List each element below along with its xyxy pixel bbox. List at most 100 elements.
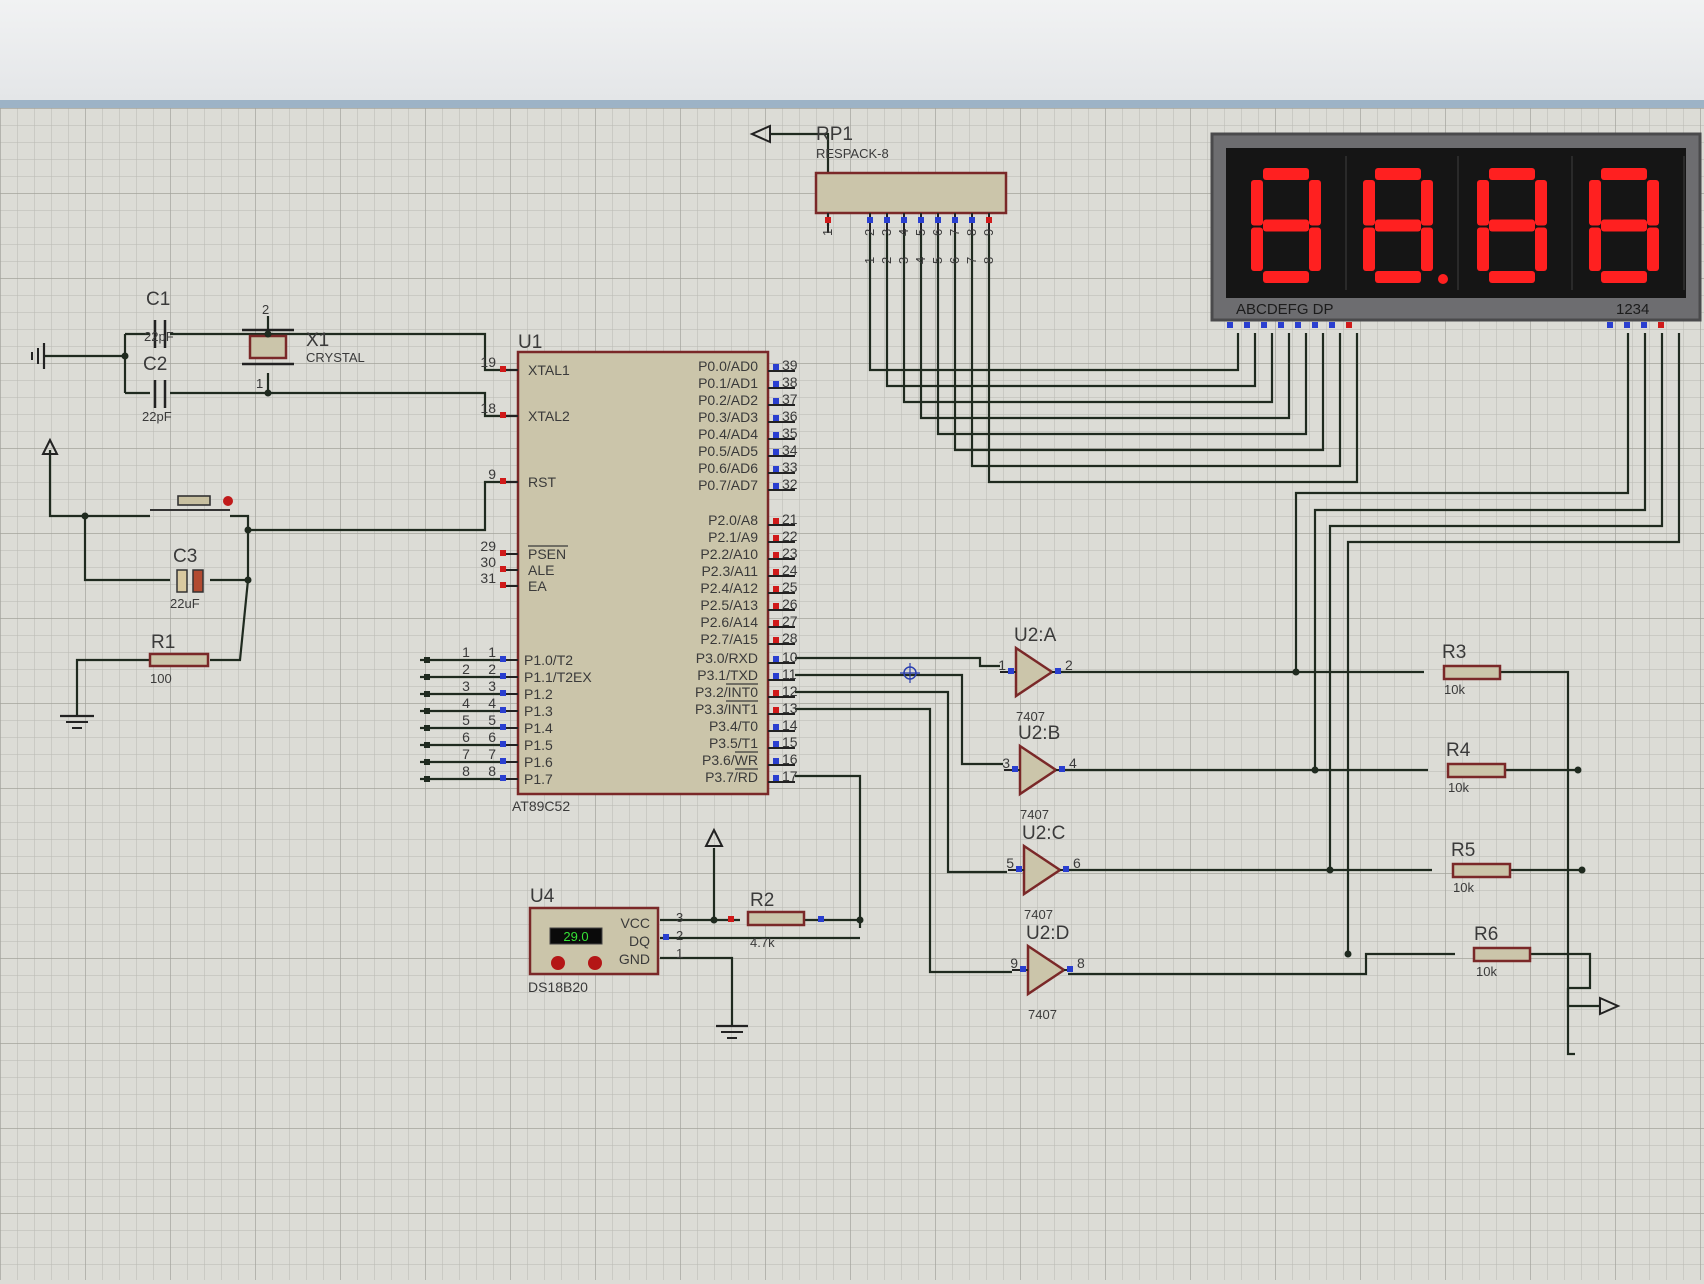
u1-left-pin-num: 18 bbox=[480, 400, 496, 416]
r1-value: 100 bbox=[150, 671, 172, 686]
p1-wire-number: 7 bbox=[462, 746, 470, 762]
u1-pin-marker bbox=[773, 775, 779, 781]
rp1-body bbox=[814, 171, 1008, 215]
u1-left-pin-name: P1.0/T2 bbox=[524, 652, 573, 668]
u1-right-pin-num: 15 bbox=[782, 734, 798, 750]
u1-right-pin-num: 32 bbox=[782, 476, 798, 492]
p1-wire-number: 4 bbox=[462, 695, 470, 711]
seven-segment-display[interactable]: ABCDEFG DP 1234 bbox=[1210, 132, 1702, 328]
rp1-lower-num: 6 bbox=[947, 257, 962, 264]
rp1-pin-num: 9 bbox=[981, 229, 996, 236]
u4-pin-name: VCC bbox=[620, 915, 650, 931]
gate-in-pin: 3 bbox=[1002, 755, 1010, 771]
display-digit-label: 1234 bbox=[1616, 301, 1649, 318]
u1-left-pin-num: 29 bbox=[480, 538, 496, 554]
rp1-pin-num: 5 bbox=[913, 229, 928, 236]
u1-left-pin-name: XTAL2 bbox=[528, 408, 570, 424]
segment bbox=[1489, 168, 1535, 180]
rp1-pin-num: 1 bbox=[820, 229, 835, 236]
u1-pin-marker bbox=[500, 656, 506, 662]
u4-reading: 29.0 bbox=[563, 929, 588, 944]
u1-left-pin-name: ALE bbox=[528, 562, 554, 578]
u1-right-pin-num: 33 bbox=[782, 459, 798, 475]
u1-body bbox=[516, 350, 770, 796]
display-pin-marker bbox=[1346, 322, 1352, 328]
junction-dots bbox=[81, 330, 1586, 958]
u1-right-pin-num: 12 bbox=[782, 683, 798, 699]
resistor-r3 bbox=[1442, 664, 1502, 681]
u1-left-pin-name: EA bbox=[528, 578, 547, 594]
gate-out-marker bbox=[1067, 966, 1073, 972]
gate-ref: U2:A bbox=[1014, 625, 1057, 646]
p1-wire-end bbox=[424, 776, 430, 782]
rp1-pin-marker bbox=[901, 217, 907, 223]
ground-symbol-u4 bbox=[716, 1024, 748, 1039]
u4-increment-button[interactable] bbox=[588, 956, 602, 970]
p1-wire-end bbox=[424, 759, 430, 765]
schematic-svg[interactable]: C1 22pF C2 22pF X1 CRYSTAL 2 1 C3 22uF R… bbox=[0, 108, 1704, 1280]
u1-right-pin-num: 14 bbox=[782, 717, 798, 733]
capacitor-c1 bbox=[153, 320, 167, 348]
display-pin-marker bbox=[1329, 322, 1335, 328]
segment bbox=[1309, 180, 1321, 226]
p1-wire-number: 1 bbox=[462, 644, 470, 660]
rp1-pin-marker bbox=[825, 217, 831, 223]
p1-wire-end bbox=[424, 657, 430, 663]
u1-ref: U1 bbox=[518, 332, 542, 353]
u1-pin-marker bbox=[773, 707, 779, 713]
u1-right-pin-name: P3.0/RXD bbox=[696, 650, 758, 666]
u1-right-pin-name: P3.4/T0 bbox=[709, 718, 758, 734]
gate-in-marker bbox=[1016, 866, 1022, 872]
rp1-lower-num: 1 bbox=[862, 257, 877, 264]
display-pins bbox=[1227, 322, 1664, 328]
u1-right-pin-num: 13 bbox=[782, 700, 798, 716]
resistor-r1 bbox=[148, 652, 210, 668]
p1-wire-end bbox=[424, 708, 430, 714]
display-pin-marker bbox=[1641, 322, 1647, 328]
rp1-pin-marker bbox=[986, 217, 992, 223]
pullup-resistors[interactable]: R3 10k R4 10k R5 10k R6 10k bbox=[1442, 642, 1621, 1016]
segment bbox=[1489, 271, 1535, 283]
c2-ref: C2 bbox=[143, 354, 167, 375]
display-pin-marker bbox=[1278, 322, 1284, 328]
u1-pin-marker bbox=[500, 775, 506, 781]
u1-pin-marker bbox=[500, 673, 506, 679]
u1-pin-marker bbox=[500, 566, 506, 572]
rp1-power-arrow bbox=[749, 124, 771, 144]
u1-pin-marker bbox=[773, 518, 779, 524]
u4-decrement-button[interactable] bbox=[551, 956, 565, 970]
u1-pin-marker bbox=[773, 724, 779, 730]
display-pin-marker bbox=[1624, 322, 1630, 328]
display-pin-marker bbox=[1295, 322, 1301, 328]
rp1-ref: RP1 bbox=[816, 124, 853, 145]
rp1-pin-marker bbox=[867, 217, 873, 223]
u1-pin-marker bbox=[500, 741, 506, 747]
u1-left-pin-name: P1.6 bbox=[524, 754, 553, 770]
u1-left-pin-num: 5 bbox=[488, 712, 496, 728]
u1-right-pin-name: P2.1/A9 bbox=[708, 529, 758, 545]
schematic-canvas[interactable]: C1 22pF C2 22pF X1 CRYSTAL 2 1 C3 22uF R… bbox=[0, 108, 1704, 1280]
u1-right-pin-num: 16 bbox=[782, 751, 798, 767]
u1-pin-marker bbox=[500, 412, 506, 418]
cursor-crosshair-icon bbox=[900, 663, 920, 683]
segment bbox=[1601, 219, 1647, 232]
u1-right-pin-num: 25 bbox=[782, 579, 798, 595]
r4-value: 10k bbox=[1448, 780, 1469, 795]
ground-symbol-left bbox=[31, 343, 46, 369]
segment bbox=[1363, 227, 1375, 271]
u1-left-pin-num: 7 bbox=[488, 746, 496, 762]
segment bbox=[1477, 227, 1489, 271]
segment bbox=[1309, 227, 1321, 271]
oscillator-section: C1 22pF C2 22pF X1 CRYSTAL 2 1 bbox=[31, 289, 365, 424]
pullup-power-arrow bbox=[1599, 996, 1621, 1016]
u1-right-pin-name: P0.1/AD1 bbox=[698, 375, 758, 391]
